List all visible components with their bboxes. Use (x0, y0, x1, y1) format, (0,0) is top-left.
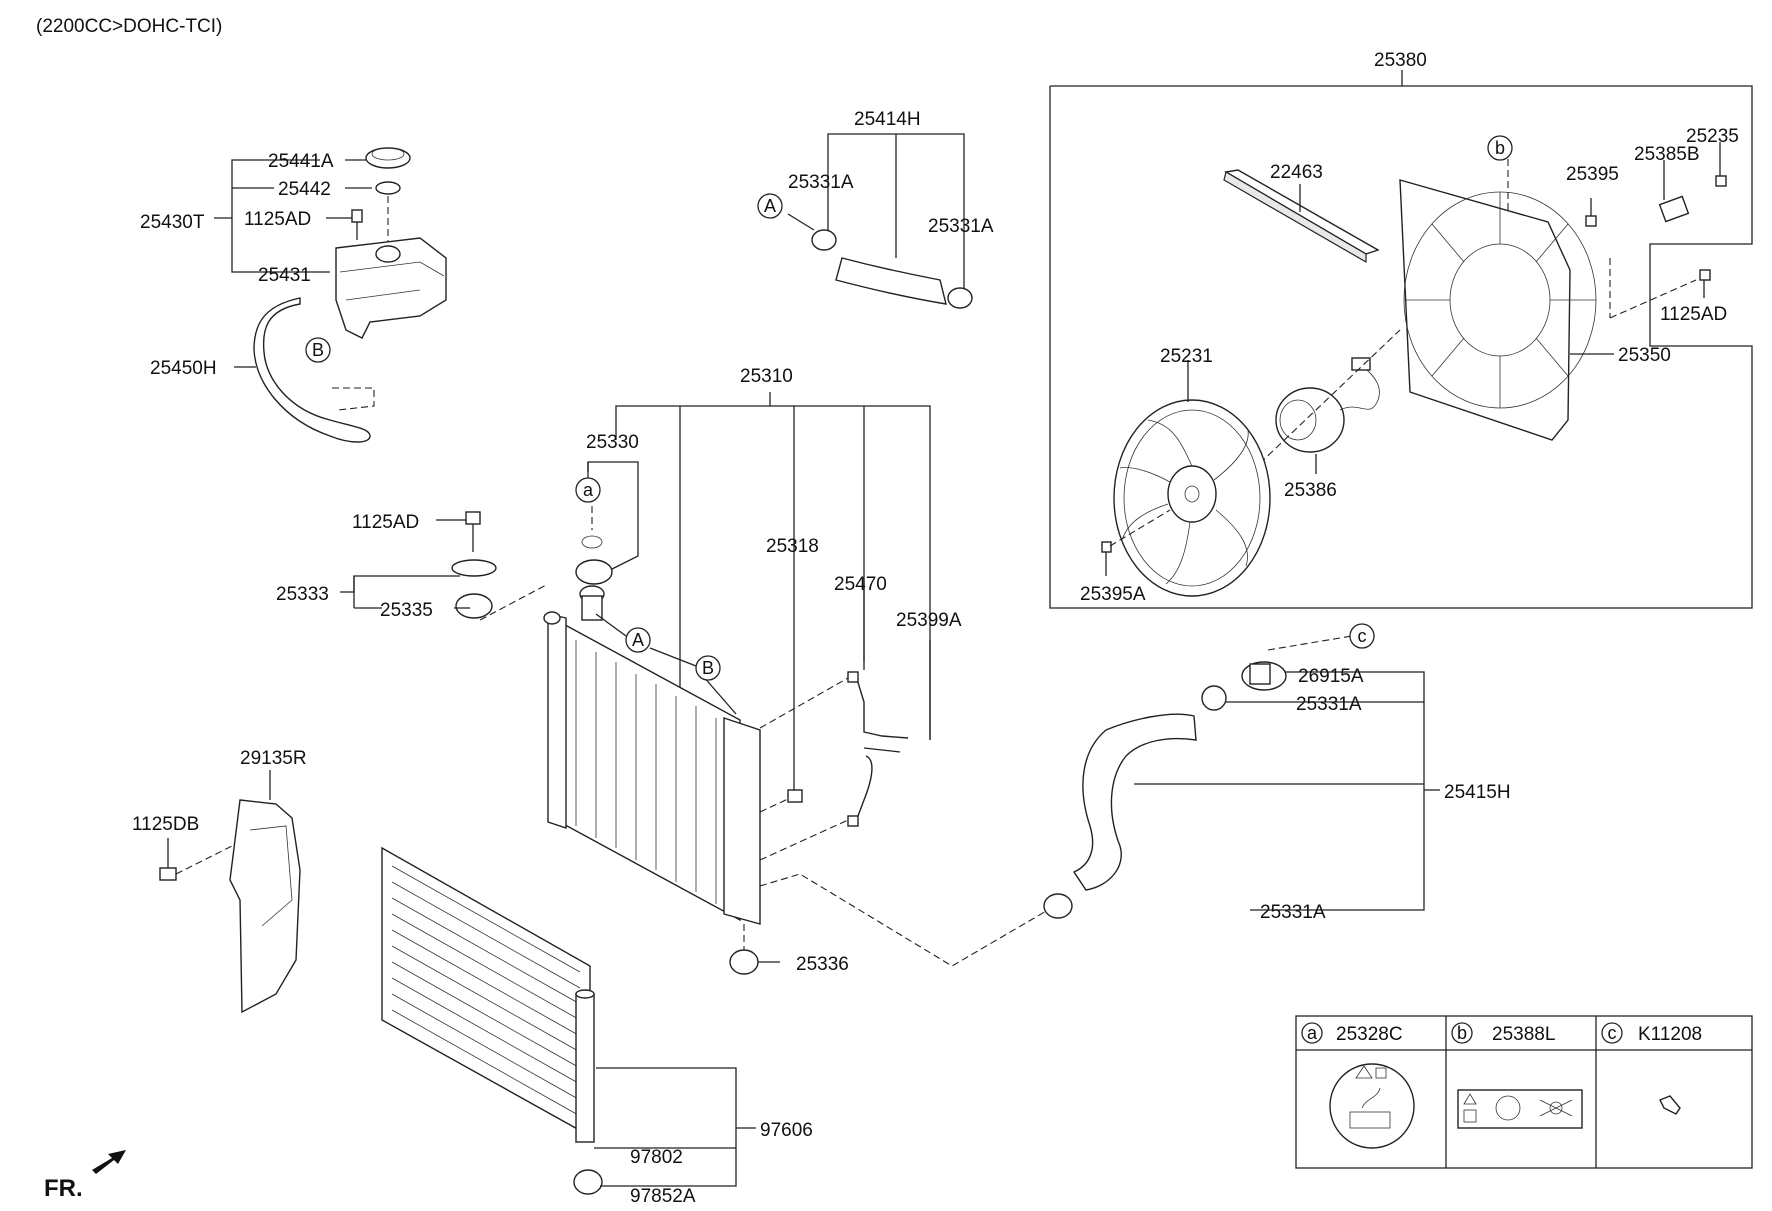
callout-upper-A-marker (757, 193, 783, 219)
label-25431: 25431 (258, 265, 311, 286)
callout-rad-A: A (632, 630, 644, 650)
label-25380: 25380 (1374, 50, 1427, 71)
label-1125DB: 1125DB (132, 814, 199, 835)
fan-assembly-group (1049, 70, 1753, 609)
legend-b-key: b (1457, 1023, 1467, 1043)
label-25331A-c: 25331A (1296, 694, 1362, 715)
label-25235: 25235 (1686, 126, 1739, 147)
callout-lower-b-marker (1487, 135, 1513, 161)
label-25331A-d: 25331A (1260, 902, 1326, 923)
label-25386: 25386 (1284, 480, 1337, 501)
label-25333: 25333 (276, 584, 329, 605)
label-97606: 97606 (760, 1120, 813, 1141)
label-25231: 25231 (1160, 346, 1213, 367)
front-marker-label: FR. (44, 1175, 83, 1202)
warning-label-icon (1329, 1063, 1415, 1149)
label-22463: 22463 (1270, 162, 1323, 183)
legend-a-marker (1301, 1022, 1323, 1044)
label-25331A-b: 25331A (928, 216, 994, 237)
label-25395: 25395 (1566, 164, 1619, 185)
label-97852A: 97852A (630, 1186, 696, 1207)
callout-upper-B: B (312, 340, 324, 360)
legend-c-key: c (1608, 1023, 1617, 1043)
upper-hose-group (787, 133, 973, 309)
legend-table: a 25328C b 25388L c K11208 (1295, 1015, 1753, 1169)
condenser-group (381, 846, 756, 1195)
legend-b-marker (1451, 1022, 1473, 1044)
legend-a-part: 25328C (1336, 1024, 1403, 1045)
clip-icon (1659, 1095, 1681, 1115)
legend-b-part: 25388L (1492, 1024, 1555, 1045)
label-25350: 25350 (1618, 345, 1671, 366)
label-1125AD-b: 1125AD (352, 512, 419, 533)
air-guard-group (159, 770, 301, 1014)
label-25470: 25470 (834, 574, 887, 595)
label-26915A: 26915A (1298, 666, 1364, 687)
label-25441A: 25441A (268, 151, 334, 172)
label-25335: 25335 (380, 600, 433, 621)
engine-spec-title: (2200CC>DOHC-TCI) (36, 16, 222, 37)
label-25385B: 25385B (1634, 144, 1700, 165)
callout-rad-B-marker (695, 655, 721, 681)
label-25318: 25318 (766, 536, 819, 557)
callout-lower-a-marker (575, 477, 601, 503)
label-25442: 25442 (278, 179, 331, 200)
callout-lower-c-marker (1349, 623, 1375, 649)
bracket-group (340, 511, 549, 621)
label-25450H: 25450H (150, 358, 217, 379)
callout-rad-B: B (702, 658, 714, 678)
label-25330: 25330 (586, 432, 639, 453)
label-25399A: 25399A (896, 610, 962, 631)
radiator-group (543, 392, 1049, 975)
legend-a-key: a (1307, 1023, 1318, 1043)
label-25336: 25336 (796, 954, 849, 975)
label-29135R: 29135R (240, 748, 307, 769)
legend-c-marker (1601, 1022, 1623, 1044)
label-25414H: 25414H (854, 109, 921, 130)
callout-lower-c: c (1358, 626, 1367, 646)
callout-lower-b: b (1495, 138, 1505, 158)
lower-hose-group (1043, 635, 1440, 919)
label-25331A-a: 25331A (788, 172, 854, 193)
label-25415H: 25415H (1444, 782, 1511, 803)
callout-rad-A-marker (625, 627, 651, 653)
label-1125AD-a: 1125AD (244, 209, 311, 230)
legend-c-part: K11208 (1638, 1024, 1702, 1045)
callout-lower-a: a (583, 480, 594, 500)
label-1125AD-c: 1125AD (1660, 304, 1727, 325)
label-25395A: 25395A (1080, 584, 1146, 605)
fan-caution-label-icon (1457, 1089, 1583, 1129)
label-25430T: 25430T (140, 212, 205, 233)
label-25310: 25310 (740, 366, 793, 387)
front-arrow-icon (92, 1150, 126, 1174)
reservoir-group (214, 147, 447, 443)
label-97802: 97802 (630, 1147, 683, 1168)
callout-upper-B-marker (305, 337, 331, 363)
callout-upper-A: A (764, 196, 776, 216)
